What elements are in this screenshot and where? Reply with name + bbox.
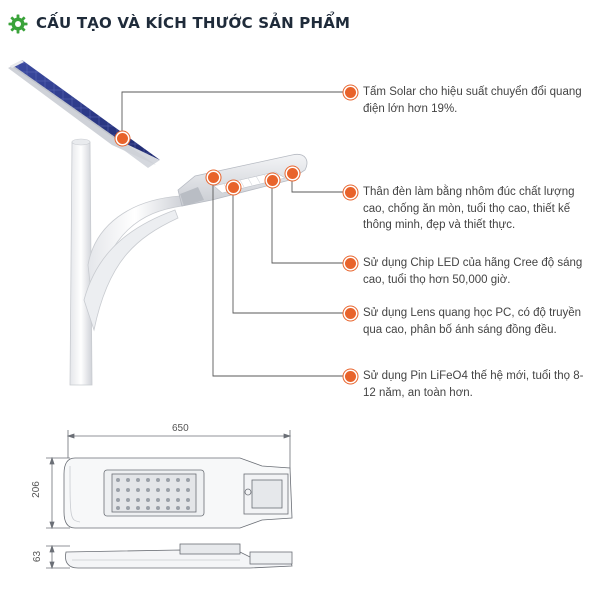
callout-lens: Sử dụng Lens quang học PC, có độ truyền … [363,307,582,336]
page-title: CẤU TẠO VÀ KÍCH THƯỚC SẢN PHẨM [36,14,351,32]
callout-lamp-body: Thân đèn làm bằng nhôm đúc chất lượng ca… [363,186,575,231]
pole [69,138,183,386]
gear-icon [8,14,28,34]
marker-lens [228,182,239,193]
dimension-height: 63 [32,550,44,563]
callout-bullet [345,187,356,198]
marker-led-chip [267,175,278,186]
leader-lines [121,91,350,377]
lamp-head [177,153,308,207]
dimension-length: 650 [172,423,189,434]
callout-solar-panel: Tấm Solar cho hiệu suất chuyển đổi quang… [363,86,582,115]
led-array [116,478,190,510]
callout-battery: Sử dụng Pin LiFeO4 thế hệ mới, tuổi thọ … [363,370,584,399]
callout-led-chip: Sử dụng Chip LED của hãng Cree độ sáng c… [363,257,583,286]
callout-bullet [345,258,356,269]
marker-solar-panel [117,133,128,144]
callout-bullet [345,87,356,98]
marker-lamp-body [287,168,298,179]
side-view-drawing [46,543,293,570]
dimension-width: 206 [30,481,42,498]
callout-bullet [345,371,356,382]
callout-bullet [345,308,356,319]
marker-battery [208,172,219,183]
